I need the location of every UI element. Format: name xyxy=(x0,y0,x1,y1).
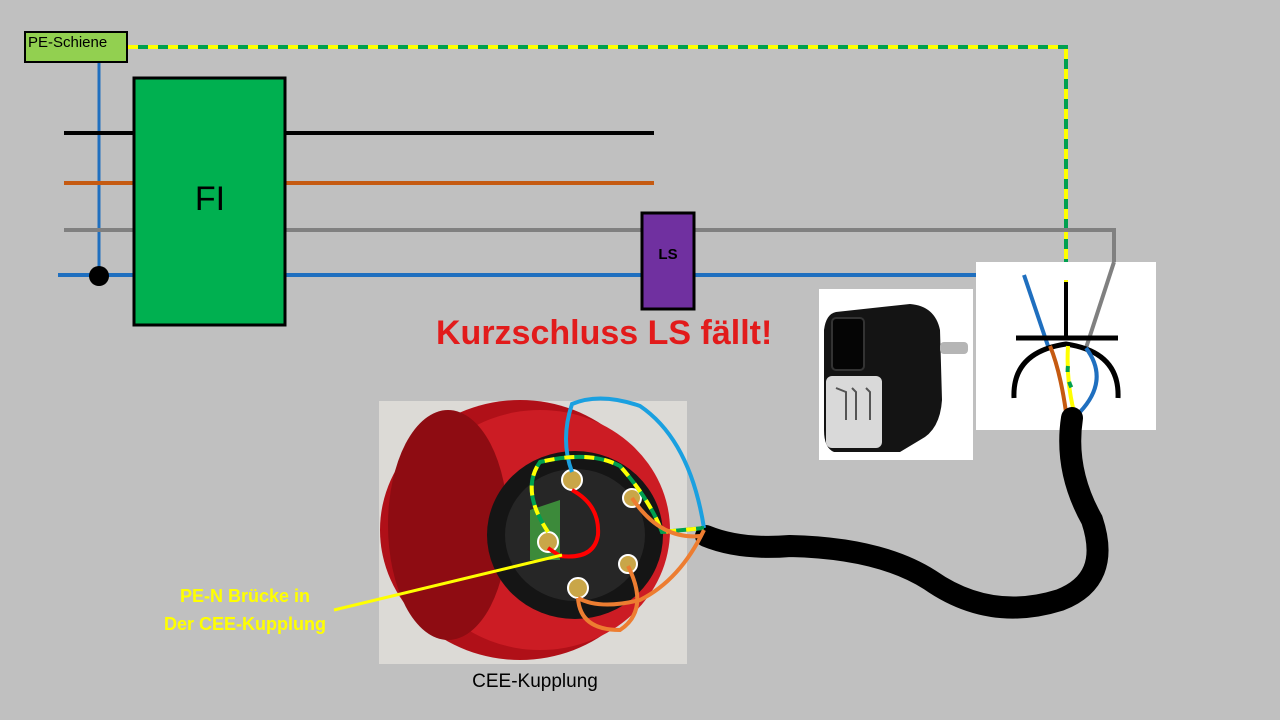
headline: Kurzschluss LS fällt! xyxy=(436,314,773,352)
bridge-note-line2: Der CEE-Kupplung xyxy=(164,614,326,634)
coupling-caption: CEE-Kupplung xyxy=(472,671,598,692)
plug-adapter-photo xyxy=(819,289,973,460)
ls-box xyxy=(640,211,696,311)
pe-wire xyxy=(128,45,1068,280)
fi-label: FI xyxy=(194,180,226,218)
cee-coupling-photo xyxy=(379,396,706,664)
pe-bar-label: PE-Schiene xyxy=(24,31,128,63)
bridge-note: PE-N Brücke in Der CEE-Kupplung xyxy=(130,582,360,638)
junction-dot xyxy=(89,266,109,286)
bridge-note-line1: PE-N Brücke in xyxy=(179,586,311,606)
ls-label: LS xyxy=(658,246,678,263)
note-pointer xyxy=(333,553,563,612)
fi-box xyxy=(132,76,287,327)
black-cable xyxy=(695,407,1109,619)
socket-symbol xyxy=(976,261,1156,430)
